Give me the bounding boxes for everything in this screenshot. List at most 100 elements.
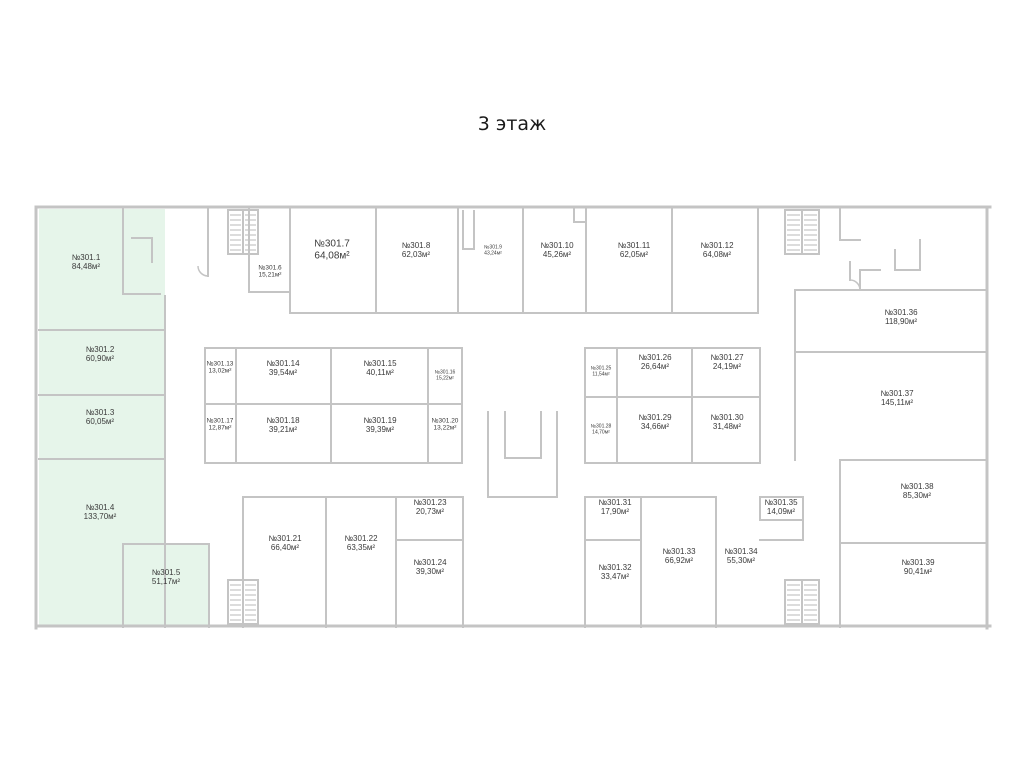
room-area: 118,90м² <box>884 317 918 326</box>
room-area: 34,66м² <box>640 422 670 431</box>
room-area: 51,17м² <box>151 577 181 586</box>
room-number: №301.10 <box>540 240 574 250</box>
room-area: 15,22м² <box>436 375 454 381</box>
room-number: №301.37 <box>880 388 914 398</box>
room-area: 133,70м² <box>83 512 117 521</box>
room-number: №301.25 <box>590 365 612 372</box>
room-area: 85,30м² <box>902 491 932 500</box>
room-number: №301.31 <box>598 497 632 507</box>
door-arc <box>849 279 861 291</box>
room-number: №301.27 <box>710 352 744 362</box>
highlight-fills <box>39 209 209 627</box>
room-number: №301.5 <box>151 567 181 577</box>
room-number: №301.6 <box>258 264 282 272</box>
room-number: №301.9 <box>484 244 502 251</box>
room-area: 31,48м² <box>712 422 742 431</box>
room-number: №301.7 <box>314 238 350 250</box>
room-number: №301.12 <box>700 240 734 250</box>
room-area: 39,21м² <box>268 425 298 434</box>
room-area: 14,09м² <box>766 507 796 516</box>
room-number: №301.33 <box>662 546 696 556</box>
stair-south-west <box>227 579 259 625</box>
room-area: 60,90м² <box>85 354 115 363</box>
door-arc <box>197 265 209 277</box>
room-number: №301.28 <box>590 423 612 430</box>
room-area: 90,41м² <box>903 567 933 576</box>
room-number: №301.1 <box>71 252 101 262</box>
room-number: №301.4 <box>85 502 115 512</box>
room-area: 13,22м² <box>433 425 457 432</box>
room-area: 66,92м² <box>664 556 694 565</box>
room-area: 63,35м² <box>346 543 376 552</box>
staircases <box>227 209 820 625</box>
room-area: 33,47м² <box>600 572 630 581</box>
room-area: 60,05м² <box>85 417 115 426</box>
room-number: №301.36 <box>884 307 918 317</box>
room-area: 40,11м² <box>366 368 394 377</box>
room-number: №301.20 <box>431 417 459 425</box>
floor-title: 3 этаж <box>477 113 547 135</box>
room-area: 66,40м² <box>270 543 300 552</box>
room-number: №301.11 <box>617 240 651 250</box>
room-area: 39,30м² <box>415 567 445 576</box>
room-area: 13,02м² <box>208 368 232 375</box>
stair-south-east <box>784 579 820 625</box>
room-area: 39,54м² <box>268 368 298 377</box>
room-area: 15,21м² <box>258 272 282 279</box>
room-area: 39,39м² <box>365 425 395 434</box>
walls <box>34 205 992 630</box>
room-number: №301.17 <box>206 417 234 425</box>
room-number: №301.2 <box>85 344 115 354</box>
room-number: №301.19 <box>363 415 397 425</box>
room-number: №301.39 <box>901 557 935 567</box>
room-number: №301.29 <box>638 412 672 422</box>
room-number: №301.14 <box>266 358 300 368</box>
room-number: №301.32 <box>598 562 632 572</box>
room-area: 12,87м² <box>208 425 232 432</box>
room-number: №301.3 <box>85 407 115 417</box>
room-number: №301.18 <box>266 415 300 425</box>
room-area: 26,64м² <box>640 362 670 371</box>
room-area: 14,70м² <box>592 429 610 435</box>
room-number: №301.13 <box>206 360 234 368</box>
room-number: №301.24 <box>413 557 447 567</box>
room-area: 55,30м² <box>726 556 756 565</box>
room-number: №301.26 <box>638 352 672 362</box>
room-area: 64,08м² <box>314 250 350 261</box>
